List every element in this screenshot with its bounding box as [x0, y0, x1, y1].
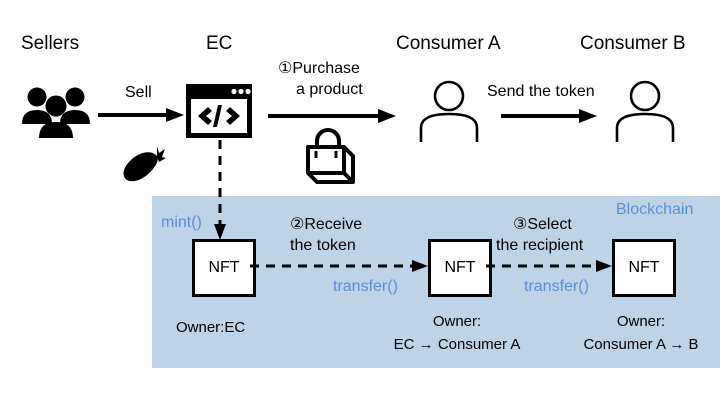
nft-box-3: NFT: [612, 239, 676, 297]
nft-box-1: NFT: [192, 239, 256, 297]
transfer-label-2: transfer(): [524, 278, 589, 295]
sellers-title: Sellers: [21, 33, 80, 54]
consumer-a-avatar: [413, 80, 485, 142]
consumer-a-title: Consumer A: [396, 33, 501, 54]
step2-label-line2: the token: [290, 237, 356, 254]
nft-box-2-label: NFT: [444, 259, 476, 276]
mint-label: mint(): [161, 214, 202, 231]
ec-title: EC: [206, 33, 233, 54]
eggplant-icon: [118, 143, 168, 183]
nft-owner-3-line2: Consumer A → B: [583, 336, 699, 353]
nft-box-1-label: NFT: [208, 259, 240, 276]
purchase-label-line2: a product: [296, 81, 363, 98]
nft-box-3-label: NFT: [628, 259, 660, 276]
step2-label-line1: ②Receive: [290, 216, 363, 233]
send-token-label: Send the token: [487, 83, 595, 100]
nft-owner-3-line1: Owner:: [616, 313, 666, 330]
nft-owner-2-line2: EC → Consumer A: [393, 336, 521, 353]
purchase-label-line1: ①Purchase: [278, 60, 360, 77]
blockchain-label: Blockchain: [616, 201, 694, 218]
shopping-bag-icon: [303, 128, 359, 186]
nft-owner-2-line1: Owner:: [432, 313, 482, 330]
transfer-dashed-arrow-2-icon: [486, 256, 612, 276]
nft-box-2: NFT: [428, 239, 492, 297]
sell-label: Sell: [125, 84, 152, 101]
step3-label-line2: the recipient: [496, 237, 584, 254]
sell-arrow-icon: [98, 105, 184, 125]
transfer-dashed-arrow-1-icon: [250, 256, 428, 276]
three-people-icon: [20, 84, 92, 142]
send-token-arrow-icon: [501, 106, 597, 126]
consumer-b-title: Consumer B: [580, 33, 686, 54]
browser-code-window-icon: [186, 84, 252, 138]
transfer-label-1: transfer(): [333, 278, 398, 295]
purchase-arrow-icon: [268, 106, 396, 126]
consumer-b-avatar: [609, 80, 681, 142]
step3-label-line1: ③Select: [513, 216, 572, 233]
nft-owner-1: Owner:EC: [176, 319, 246, 336]
mint-dashed-down-arrow-icon: [210, 140, 230, 240]
